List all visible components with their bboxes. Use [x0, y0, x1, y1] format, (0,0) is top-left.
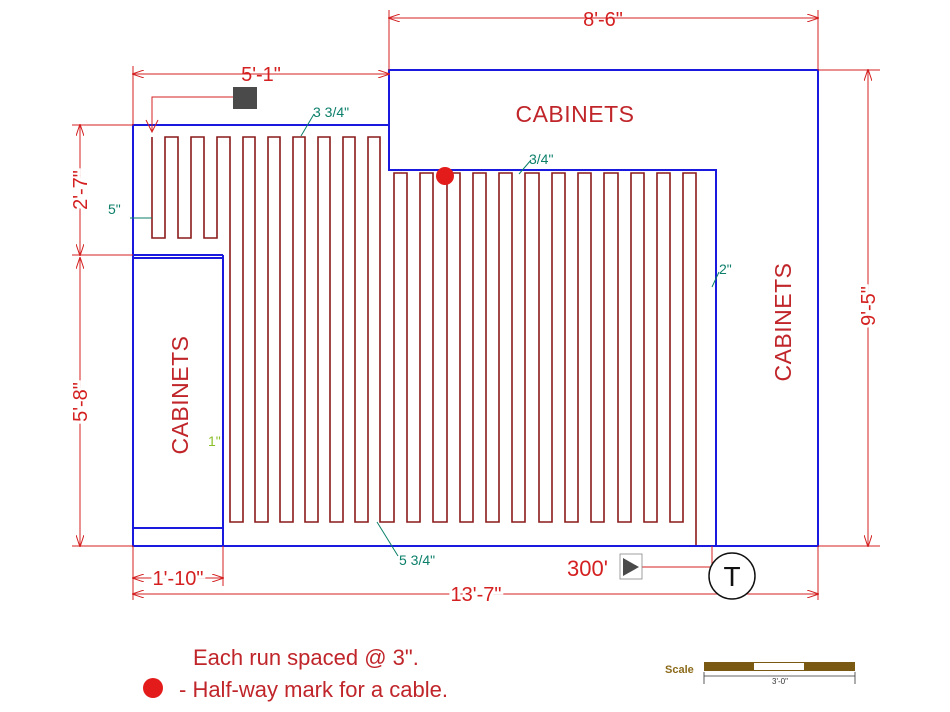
- dim-left-upper-height: 2'-7": [70, 170, 92, 210]
- legend-red-dot-icon: [143, 678, 163, 698]
- thermostat-icon: T: [708, 552, 756, 600]
- room-walls: [132, 69, 819, 547]
- cable-start-lead: [145, 87, 257, 134]
- offset-right: 2": [719, 261, 732, 277]
- junction-box-icon: [233, 87, 257, 109]
- cabinets-left-label: CABINETS: [167, 335, 193, 454]
- note-spacing: Each run spaced @ 3".: [193, 645, 419, 670]
- offset-left-cabinet: 1": [208, 433, 221, 449]
- offset-leaders: [130, 113, 720, 557]
- offset-top-left: 3 3/4": [313, 104, 349, 120]
- cabinets-top-label: CABINETS: [515, 101, 634, 127]
- dim-left-lower-height: 5'-8": [70, 382, 92, 422]
- scale-bar: Scale 3'-0": [665, 662, 856, 686]
- note-halfway: - Half-way mark for a cable.: [179, 677, 448, 702]
- cable-end: [619, 546, 713, 580]
- scale-title: Scale: [665, 664, 694, 676]
- dim-bottom-left-width: 1'-10": [153, 568, 204, 590]
- svg-text:T: T: [723, 561, 740, 592]
- offset-top-right: 3/4": [529, 151, 553, 167]
- dim-right-height: 9'-5": [858, 286, 880, 326]
- dim-overall-width: 13'-7": [451, 584, 502, 606]
- scale-value: 3'-0": [772, 677, 788, 686]
- offset-bottom: 5 3/4": [399, 552, 435, 568]
- red-dot-icon: [436, 167, 454, 185]
- heating-cable: [151, 136, 697, 545]
- dimension-lines: [72, 10, 880, 600]
- dim-top-width: 8'-6": [583, 9, 623, 31]
- cable-length-label: 300': [567, 556, 608, 581]
- cable-end-arrow-icon: [623, 558, 639, 576]
- offset-left: 5": [108, 201, 121, 217]
- dim-upper-left-width: 5'-1": [241, 64, 281, 86]
- cabinets-right-label: CABINETS: [770, 262, 796, 381]
